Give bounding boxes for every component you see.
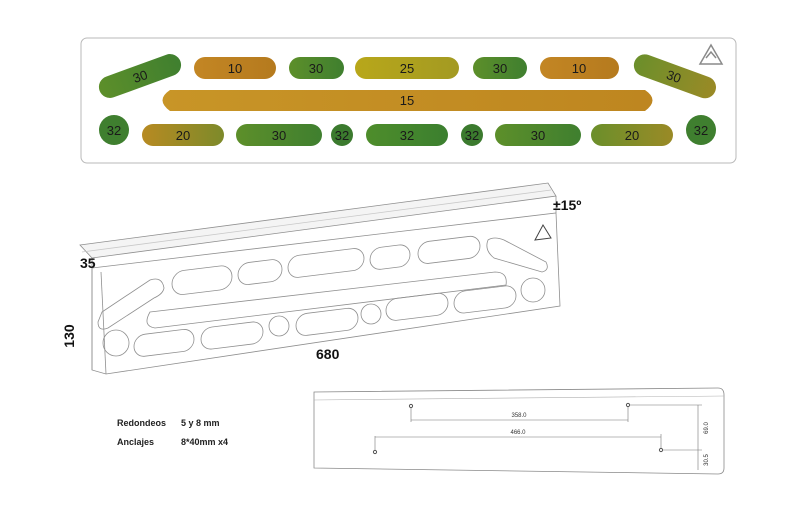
dim-depth: 35 — [80, 255, 96, 271]
hold-bottom-3: 30 — [236, 124, 322, 146]
hold-bottom-1: 32 — [99, 115, 129, 145]
back-view-outline — [313, 387, 725, 475]
svg-text:32: 32 — [335, 128, 349, 143]
hold-bottom-6: 32 — [461, 124, 483, 146]
hold-bottom-7: 30 — [495, 124, 581, 146]
dim-lower: 466.0 — [510, 430, 526, 436]
dim-angle: ±15º — [553, 197, 581, 213]
upper-slots — [97, 235, 548, 330]
svg-text:20: 20 — [625, 128, 639, 143]
hold-bottom-2: 20 — [142, 124, 224, 146]
dim-height: 130 — [61, 324, 77, 348]
spec-anchors-value: 8*40mm x4 — [181, 437, 229, 447]
hold-bottom-9: 32 — [686, 115, 716, 145]
svg-text:25: 25 — [400, 61, 414, 76]
back-view: 358.0 466.0 69.0 30.5 — [313, 387, 725, 475]
svg-text:30: 30 — [493, 61, 507, 76]
hold-top-7: 30 — [633, 54, 717, 99]
anchor-hole — [658, 447, 664, 453]
svg-text:30: 30 — [309, 61, 323, 76]
anchor-hole — [408, 403, 414, 409]
svg-text:32: 32 — [400, 128, 414, 143]
brand-logo-icon — [698, 43, 724, 65]
svg-text:30: 30 — [664, 67, 683, 86]
bottom-row-holds: 32 20 30 32 32 32 30 20 — [99, 115, 716, 146]
hold-top-1: 30 — [98, 54, 182, 98]
svg-text:10: 10 — [572, 61, 586, 76]
spec-rounding-value: 5 y 8 mm — [181, 418, 220, 428]
svg-text:10: 10 — [228, 61, 242, 76]
hold-bottom-4: 32 — [331, 124, 353, 146]
svg-text:32: 32 — [694, 123, 708, 138]
anchor-hole — [372, 449, 378, 455]
long-slot — [146, 271, 507, 329]
lower-holes — [102, 277, 546, 357]
svg-text:20: 20 — [176, 128, 190, 143]
spec-anchors-label: Anclajes — [117, 437, 155, 447]
spec-rounding-label: Redondeos — [117, 418, 167, 428]
dim-length: 680 — [316, 346, 340, 362]
hold-middle: 15 — [162, 90, 653, 111]
dim-vertical-1: 69.0 — [704, 422, 710, 434]
anchor-hole — [625, 402, 631, 408]
svg-text:30: 30 — [131, 67, 150, 86]
hold-top-5: 30 — [473, 57, 527, 79]
svg-text:32: 32 — [107, 123, 121, 138]
dim-upper: 358.0 — [511, 413, 527, 419]
hold-top-2: 10 — [194, 57, 276, 79]
hold-bottom-8: 20 — [591, 124, 673, 146]
board-3d-view — [79, 182, 561, 375]
top-row-holds: 30 10 30 25 30 10 30 — [98, 54, 717, 99]
svg-text:15: 15 — [400, 93, 414, 108]
dim-vertical-2: 30.5 — [704, 454, 710, 466]
svg-text:30: 30 — [272, 128, 286, 143]
hold-top-6: 10 — [540, 57, 619, 79]
svg-text:30: 30 — [531, 128, 545, 143]
hold-bottom-5: 32 — [366, 124, 448, 146]
brand-logo-icon — [534, 223, 552, 241]
hold-top-4: 25 — [355, 57, 459, 79]
svg-text:32: 32 — [465, 128, 479, 143]
hold-top-3: 30 — [289, 57, 344, 79]
